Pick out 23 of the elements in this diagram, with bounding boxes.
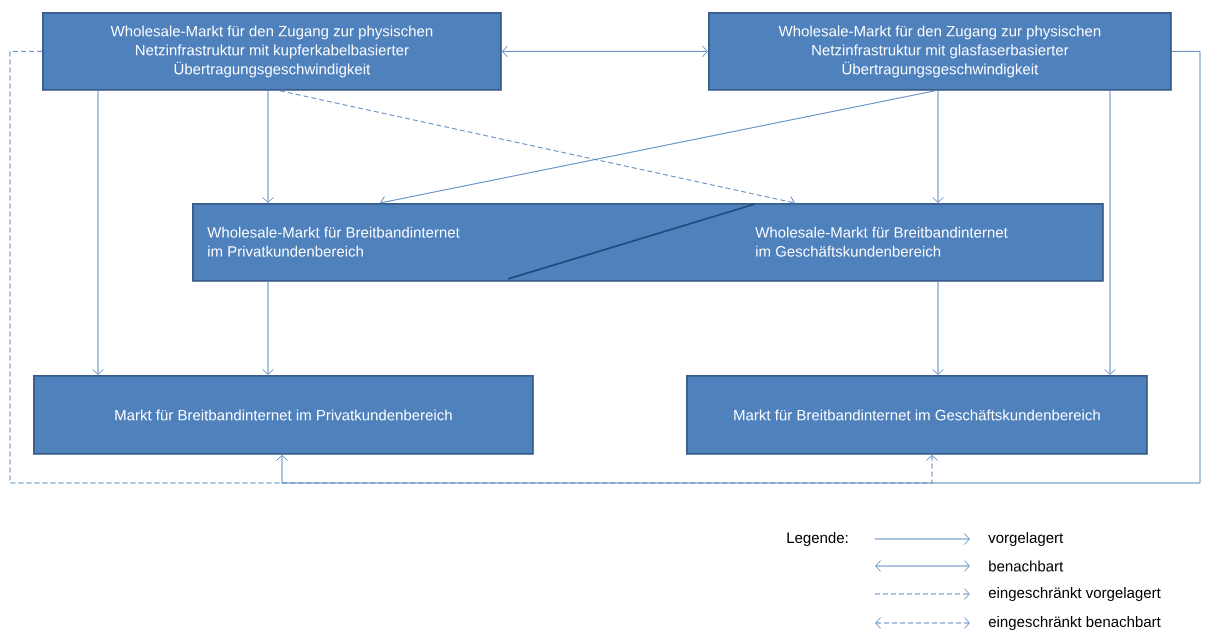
arrow <box>262 279 274 375</box>
market-box: Markt für Breitbandinternet im Geschäftskundenbereich <box>686 375 1148 455</box>
arrow <box>262 90 274 203</box>
arrow <box>932 279 944 375</box>
arrow <box>1104 90 1116 375</box>
legend-text: benachbart <box>989 560 1064 572</box>
arrow <box>9 50 938 484</box>
box-label: Wholesale-Markt für Breitbandinternet im Privatkundenbereich <box>207 226 460 257</box>
legend-text: vorgelagert <box>988 532 1064 546</box>
legend-text: eingeschränkt benachbart <box>988 616 1161 630</box>
arrow <box>380 90 936 208</box>
split-box <box>192 203 1104 282</box>
market-box: Wholesale-Markt für den Zugang zur physischen Netzinfrastruktur mit glasfaserbasierter Übertragungsgeschwindigkeit <box>708 12 1172 91</box>
box-label: Wholesale-Markt für Breitbandinternet im Geschäftskundenbereich <box>755 226 1008 257</box>
legend-title: Legende: <box>787 532 848 546</box>
legend-text: eingeschränkt vorgelagert <box>988 587 1161 601</box>
arrow <box>932 90 944 203</box>
arrow <box>501 45 708 58</box>
arrow <box>279 90 795 208</box>
arrow <box>92 90 104 375</box>
arrow <box>276 50 1201 484</box>
market-box: Markt für Breitbandinternet im Privatkundenbereich <box>33 375 534 455</box>
market-box: Wholesale-Markt für den Zugang zur physischen Netzinfrastruktur mit kupferkabelbasierter Übertragungsgeschwindigkeit <box>42 12 502 91</box>
